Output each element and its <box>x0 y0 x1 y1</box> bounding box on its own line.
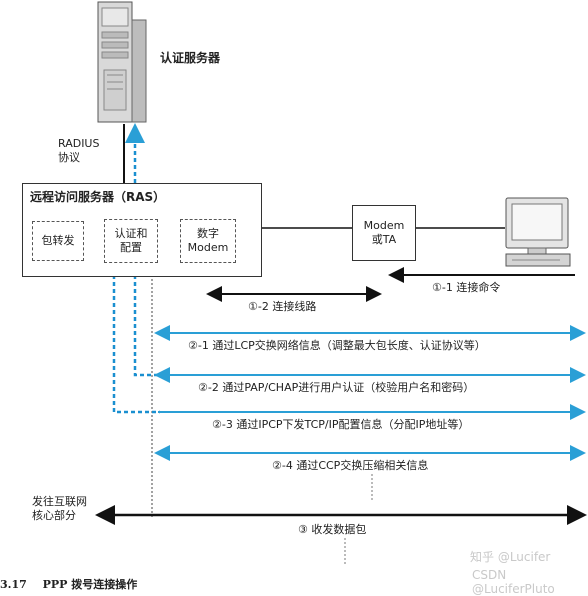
computer-illustration <box>505 197 571 267</box>
auth-line1: 认证和 <box>114 227 148 240</box>
step-1-2-label: ①-2 连接线路 <box>246 298 319 314</box>
packet-forward-label: 包转发 <box>41 234 75 247</box>
step-2-2-label: ②-2 通过PAP/CHAP进行用户认证（校验用户名和密码） <box>196 379 477 395</box>
step-2-1-label: ②-1 通过LCP交换网络信息（调整最大包长度、认证协议等） <box>186 337 488 353</box>
server-illustration <box>97 1 147 123</box>
step-2-3-label: ②-3 通过IPCP下发TCP/IP配置信息（分配IP地址等） <box>210 416 472 432</box>
csdn-watermark: CSDN @LuciferPluto <box>472 568 555 596</box>
internet-label-line1: 发往互联网 <box>32 495 87 508</box>
radius-label: RADIUS <box>58 137 100 150</box>
modem-box: Modem 或TA <box>352 205 416 261</box>
zhihu-watermark: 知乎 @Lucifer <box>470 550 551 564</box>
digital-modem-module: 数字 Modem <box>180 219 236 263</box>
digital-line1: 数字 <box>197 227 219 240</box>
auth-line2: 配置 <box>120 241 142 254</box>
packet-forward-module: 包转发 <box>32 221 84 261</box>
figure-caption-text: PPP 拨号连接操作 <box>42 578 138 591</box>
protocol-label: 协议 <box>58 151 80 164</box>
modem-line1: Modem <box>363 219 405 232</box>
step-1-1-label: ①-1 连接命令 <box>430 279 503 295</box>
ipcp-dashed-path <box>112 275 160 414</box>
pap-dashed-path <box>133 275 160 377</box>
ras-title: 远程访问服务器（RAS） <box>30 190 166 204</box>
step-3-label: ③ 收发数据包 <box>296 521 369 537</box>
server-title: 认证服务器 <box>160 51 221 65</box>
digital-line2: Modem <box>187 241 229 254</box>
step-2-4-label: ②-4 通过CCP交换压缩相关信息 <box>270 457 431 473</box>
figure-caption: 3.17 PPP 拨号连接操作 <box>0 576 137 592</box>
modem-line2: 或TA <box>371 233 397 246</box>
figure-number: 3.17 <box>0 578 27 591</box>
auth-config-module: 认证和 配置 <box>104 219 158 263</box>
internet-label-line2: 核心部分 <box>32 509 76 522</box>
